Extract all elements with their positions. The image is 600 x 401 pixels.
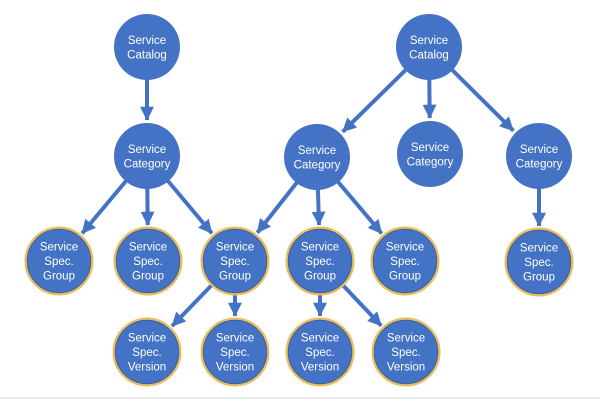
edge-category-2-to-group-3 xyxy=(255,180,299,234)
node-circle xyxy=(372,228,438,294)
gold-ring xyxy=(285,317,355,387)
edge-catalog-2-to-category-4 xyxy=(450,68,515,133)
node-circle xyxy=(287,319,353,385)
gold-ring xyxy=(112,317,182,387)
node-circle xyxy=(114,319,180,385)
node-circle xyxy=(397,121,463,187)
edge-category-2-to-group-5 xyxy=(336,180,384,235)
node-circle xyxy=(114,123,180,189)
gold-ring xyxy=(285,226,355,296)
edge-group-3-to-version-1 xyxy=(170,282,215,328)
slide-bottom-edge xyxy=(0,397,600,399)
edge-category-1-to-group-3 xyxy=(166,179,214,235)
node-circle xyxy=(202,319,268,385)
node-circle xyxy=(202,228,268,294)
edge-catalog-2-to-category-2 xyxy=(341,67,408,134)
node-circle xyxy=(26,228,92,294)
gold-ring xyxy=(200,317,270,387)
edge-group-4-to-version-4 xyxy=(340,282,383,328)
gold-ring xyxy=(113,226,183,296)
node-circle xyxy=(284,124,350,190)
gold-ring xyxy=(370,226,440,296)
node-circle xyxy=(115,228,181,294)
node-circle xyxy=(506,123,572,189)
gold-ring xyxy=(504,227,574,297)
gold-ring xyxy=(24,226,94,296)
node-circle xyxy=(287,228,353,294)
edges-layer xyxy=(80,67,546,328)
node-circle xyxy=(396,14,462,80)
node-circle xyxy=(114,14,180,80)
node-circle xyxy=(373,319,439,385)
edge-category-1-to-group-1 xyxy=(80,179,128,235)
gold-ring xyxy=(371,317,441,387)
edge-category-2-to-group-4 xyxy=(311,188,326,226)
gold-ring xyxy=(200,226,270,296)
node-circle xyxy=(506,229,572,295)
